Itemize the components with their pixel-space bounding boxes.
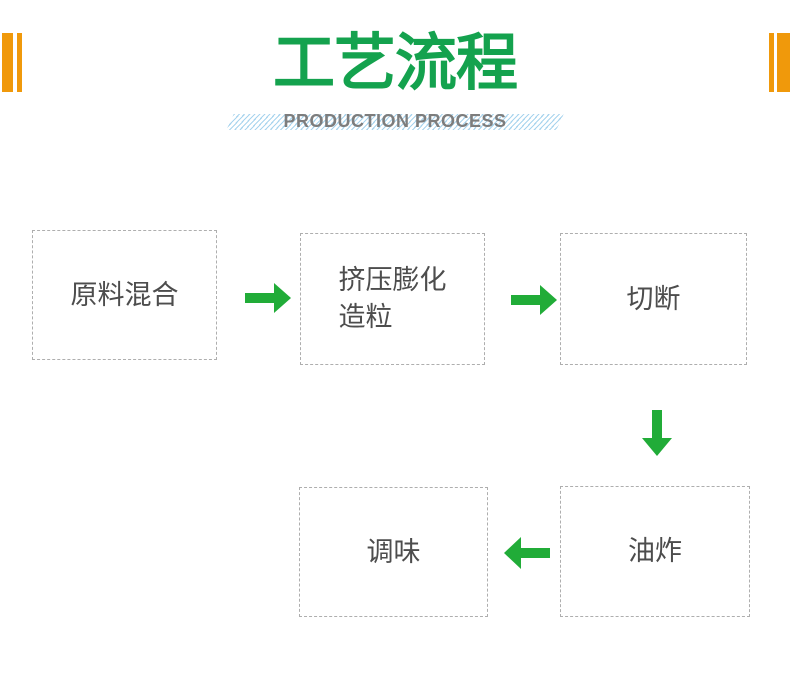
arrow-shaft xyxy=(652,410,662,439)
subtitle: PRODUCTION PROCESS xyxy=(0,110,790,132)
flow-step-frying: 油炸 xyxy=(560,486,750,617)
arrow-right-icon xyxy=(511,285,557,315)
arrow-shaft xyxy=(245,293,275,303)
arrow-head xyxy=(540,285,557,315)
flow-step-label: 切断 xyxy=(626,283,681,314)
arrow-down-icon xyxy=(642,410,672,456)
arrow-head xyxy=(274,283,291,313)
flow-step-seasoning: 调味 xyxy=(299,487,488,617)
page-title: 工艺流程 xyxy=(272,29,518,98)
right-accent-bars xyxy=(769,33,790,92)
arrow-head xyxy=(504,537,521,569)
flow-step-label: 原料混合 xyxy=(70,279,179,310)
flow-step-label: 挤压膨化 造粒 xyxy=(338,265,447,332)
orange-bar-icon xyxy=(777,33,790,92)
flow-step-extrusion: 挤压膨化 造粒 xyxy=(300,233,485,365)
subtitle-text: PRODUCTION PROCESS xyxy=(283,111,507,131)
arrow-left-icon xyxy=(504,537,550,569)
orange-bar-icon xyxy=(2,33,13,92)
orange-bar-icon xyxy=(769,33,774,92)
flow-step-label: 油炸 xyxy=(628,536,682,566)
left-accent-bars xyxy=(2,33,22,92)
orange-bar-icon xyxy=(17,33,22,92)
arrow-right-icon xyxy=(245,283,291,313)
arrow-shaft xyxy=(520,548,550,558)
flow-step-cutting: 切断 xyxy=(560,233,747,365)
arrow-head xyxy=(642,438,672,456)
flow-step-mixing: 原料混合 xyxy=(32,230,217,360)
arrow-shaft xyxy=(511,295,541,305)
flow-step-label: 调味 xyxy=(366,536,421,567)
